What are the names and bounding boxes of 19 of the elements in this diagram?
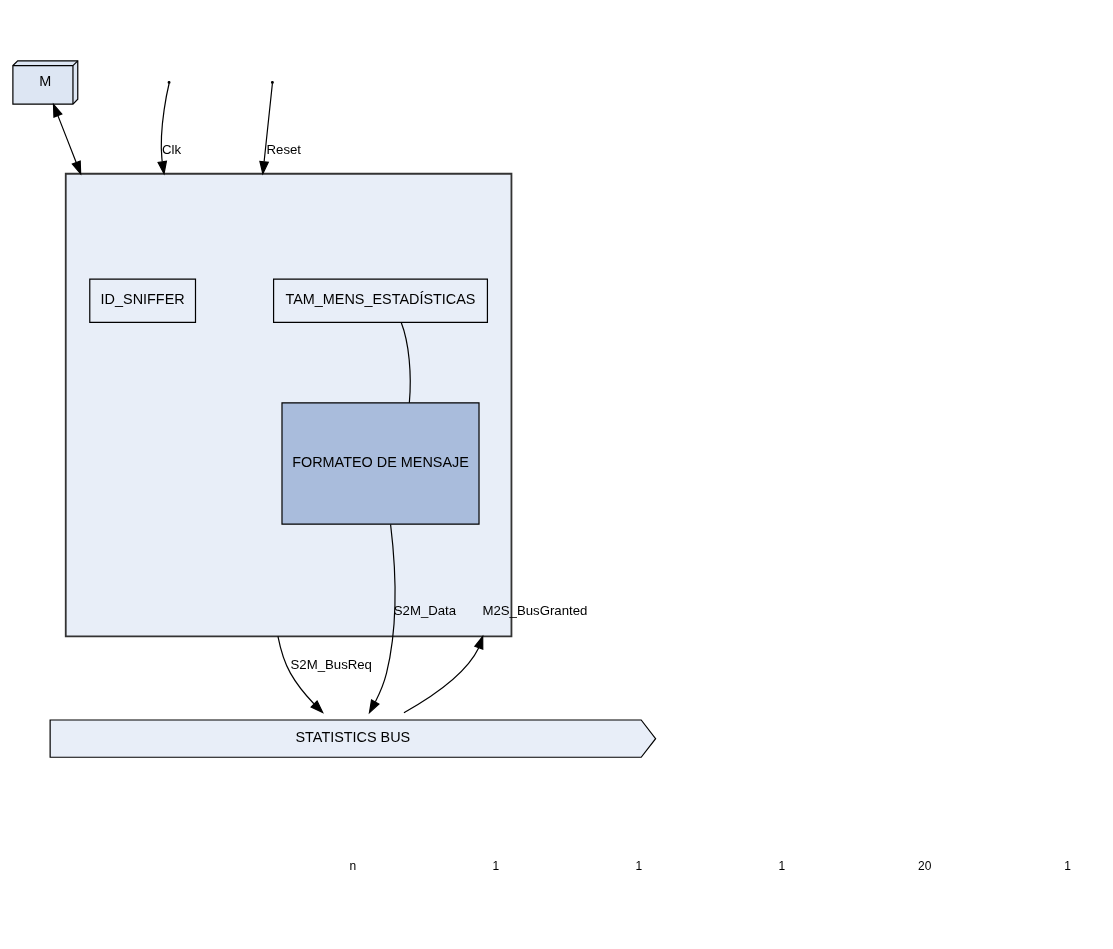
label: 1 [778, 858, 786, 873]
label: n [349, 858, 357, 873]
connector [400, 321, 411, 404]
arrow [277, 635, 324, 714]
arrow [52, 102, 82, 176]
node-box: TAM_MENS_ESTADÍSTICAS [272, 278, 489, 323]
label: 1 [492, 858, 500, 873]
arrow [259, 83, 273, 176]
node-box: ID_SNIFFER [89, 278, 197, 323]
edge-label: Clk [161, 142, 182, 158]
edge-label: S2M_BusReq [290, 657, 372, 673]
label: 20 [918, 858, 932, 873]
arrow [403, 634, 484, 714]
arrow [157, 83, 170, 176]
label: 1 [635, 858, 643, 873]
label: 1 [1064, 858, 1072, 873]
node-box: FORMATEO DE MENSAJE [281, 402, 480, 525]
edge-label: Reset [266, 142, 302, 158]
arrow [368, 523, 396, 715]
